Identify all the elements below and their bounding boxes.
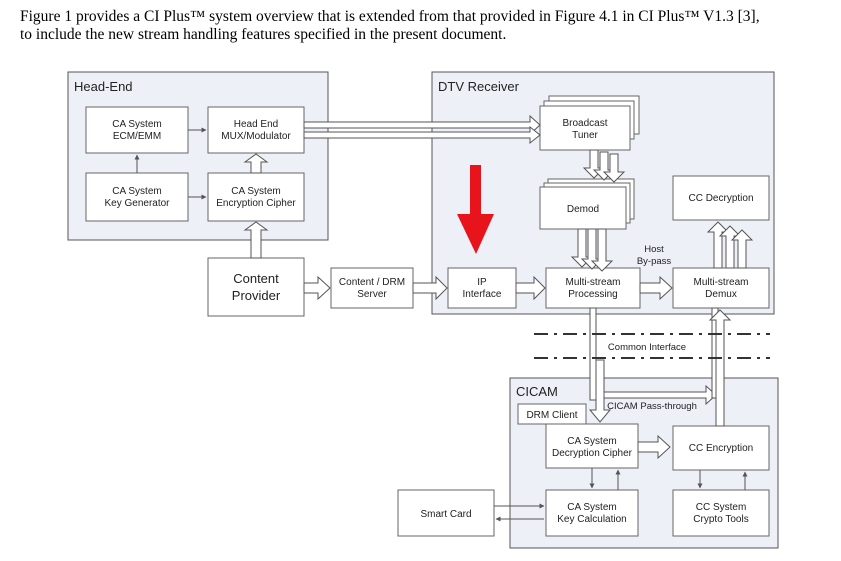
svg-text:Key Calculation: Key Calculation [557,514,626,525]
svg-text:Multi-stream: Multi-stream [693,277,748,288]
box-cc-encryption: CC Encryption [672,425,770,471]
svg-text:Multi-stream: Multi-stream [565,277,620,288]
box-multistream-processing: Multi-stream Processing [545,267,641,309]
box-drm-client: DRM Client [517,403,587,425]
svg-text:Key Generator: Key Generator [104,198,170,209]
svg-text:CA System: CA System [112,119,161,130]
svg-text:CC Decryption: CC Decryption [688,193,753,204]
caption-line-1: Figure 1 provides a CI Plus™ system over… [20,8,760,25]
box-cc-decryption: CC Decryption [672,175,770,221]
svg-text:CA System: CA System [112,186,161,197]
box-drm-server: Content / DRM Server [330,267,414,309]
svg-text:MUX/Modulator: MUX/Modulator [221,131,291,142]
box-content-provider: Content Provider [207,257,305,317]
headend-label: Head-End [74,79,133,94]
svg-text:CA System: CA System [567,502,616,513]
common-interface-label-bg [604,340,690,353]
svg-text:Demux: Demux [705,289,737,300]
svg-text:Decryption Cipher: Decryption Cipher [552,448,633,459]
svg-text:Provider: Provider [232,288,281,303]
block-arrows [243,114,754,460]
svg-text:Content: Content [233,271,279,286]
box-demod: Demod [539,186,627,230]
box-multistream-demux: Multi-stream Demux [672,267,770,309]
svg-text:Content / DRM: Content / DRM [339,277,405,288]
svg-text:IP: IP [477,277,487,288]
box-ca-keygen: CA System Key Generator [85,172,189,222]
svg-text:Demod: Demod [567,204,599,215]
box-ip-interface: IP Interface [447,267,517,309]
svg-text:Head End: Head End [234,119,278,130]
dtv-receiver-label: DTV Receiver [438,79,520,94]
svg-text:ECM/EMM: ECM/EMM [113,131,161,142]
figure-caption: Figure 1 provides a CI Plus™ system over… [20,8,830,44]
svg-text:Encryption Cipher: Encryption Cipher [216,198,296,209]
svg-text:Tuner: Tuner [572,130,598,141]
svg-text:CA System: CA System [567,436,616,447]
box-cc-crypto: CC System Crypto Tools [672,489,770,537]
svg-text:CC System: CC System [696,502,747,513]
svg-text:CA System: CA System [231,186,280,197]
svg-text:Interface: Interface [463,289,502,300]
svg-text:Smart Card: Smart Card [420,509,471,520]
box-broadcast-tuner: Broadcast Tuner [539,105,631,151]
box-ca-encrypt: CA System Encryption Cipher [207,172,305,222]
cicam-label: CICAM [516,384,558,399]
box-ca-decrypt: CA System Decryption Cipher [545,423,639,469]
common-interface-lines [534,333,770,359]
box-ca-keycalc: CA System Key Calculation [545,489,639,537]
box-headend-mux: Head End MUX/Modulator [207,106,305,154]
cicam-passthrough-label: CICAM Pass-through [607,401,697,412]
svg-text:Server: Server [357,289,387,300]
host-bypass-line1: Host [644,244,664,255]
common-interface-label: Common Interface [608,342,686,353]
box-ca-ecm: CA System ECM/EMM [85,106,189,154]
svg-text:Crypto Tools: Crypto Tools [693,514,748,525]
svg-text:CC Encryption: CC Encryption [689,443,753,454]
svg-text:DRM Client: DRM Client [526,410,577,421]
box-smart-card: Smart Card [397,489,495,537]
thin-connectors [134,127,748,522]
host-bypass-line2: By-pass [637,256,672,267]
svg-text:Processing: Processing [568,289,617,300]
highlight-arrow-icon [457,165,494,254]
svg-text:Broadcast: Broadcast [562,118,607,129]
caption-line-2: to include the new stream handling featu… [20,26,507,43]
